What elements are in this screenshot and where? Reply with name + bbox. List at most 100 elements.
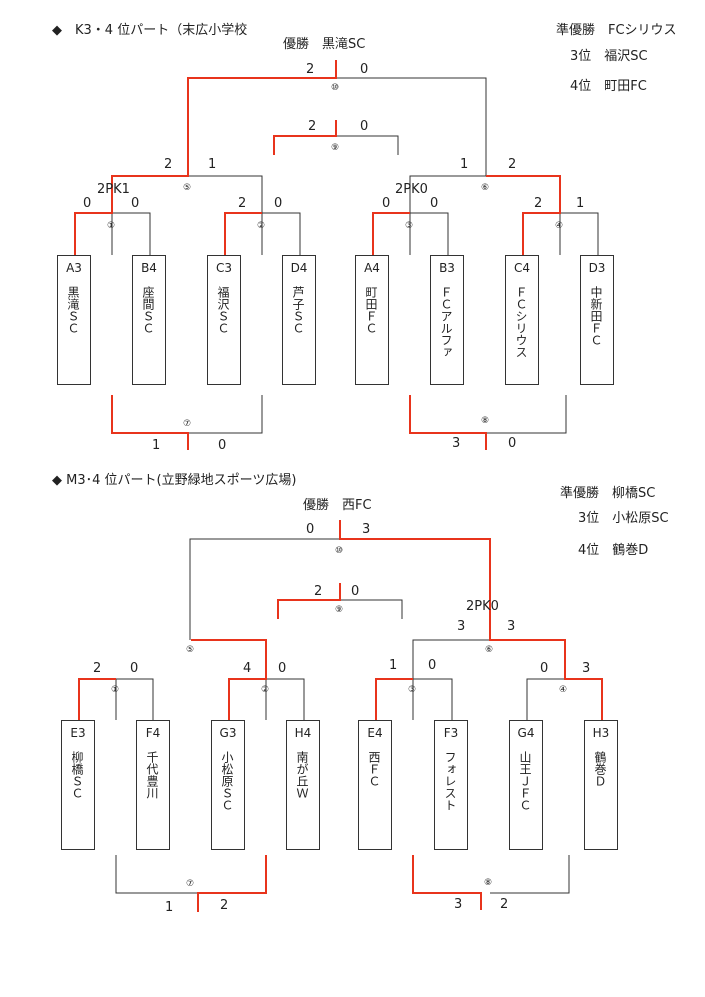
match-8-score-left: 3 (452, 436, 461, 451)
match-9-score-right: 0 (360, 119, 369, 134)
section-2-title: ◆ M3･4 位パート(立野緑地スポーツ広場) (52, 473, 297, 488)
section-1-winner: 優勝 黒滝SC (283, 37, 366, 52)
match-8-score-right: 2 (500, 897, 509, 912)
match-4-label: ④ (559, 685, 568, 695)
section-1-runner-up: 準優勝 FCシリウス (556, 23, 677, 38)
team-code: F4 (145, 726, 161, 740)
match-4-score-left: 0 (540, 661, 549, 676)
match-9-label: ⑨ (335, 605, 344, 615)
match-3-score-right: 0 (430, 196, 439, 211)
match-7-label: ⑦ (186, 879, 195, 889)
match-3-label: ③ (405, 221, 414, 231)
team-code: F3 (443, 726, 459, 740)
team-name: 中新田ＦＣ (589, 286, 603, 346)
match-7-label: ⑦ (183, 419, 192, 429)
match-4-label: ④ (555, 221, 564, 231)
match-3-score-left: 1 (389, 658, 398, 673)
team-code: A3 (66, 261, 82, 275)
match-9-score-left: 2 (314, 584, 323, 599)
match-6-score-left: 3 (457, 619, 466, 634)
team-name: ＦＣシリウス (514, 286, 528, 358)
match-10-score-left: 0 (306, 522, 315, 537)
section-2-fourth: 4位 鶴巻D (578, 543, 649, 558)
team-box-h4: H4 南が丘Ｗ (286, 720, 320, 850)
section-1-third: 3位 福沢SC (570, 49, 648, 64)
match-3-score-left: 0 (382, 196, 391, 211)
match-3-pk: 2PK0 (395, 182, 428, 197)
section-2-runner-up: 準優勝 柳橋SC (560, 486, 656, 501)
match-10-score-right: 0 (360, 62, 369, 77)
match-10-score-right: 3 (362, 522, 371, 537)
match-2-label: ② (257, 221, 266, 231)
section-1-title: ◆ K3・4 位パート（末広小学校 (52, 23, 248, 38)
team-name: 山王ＪＦＣ (518, 751, 532, 811)
match-6-score-left: 1 (460, 157, 469, 172)
team-box-f4: F4 千代豊川 (136, 720, 170, 850)
match-2-score-left: 2 (238, 196, 247, 211)
match-1-label: ① (111, 685, 120, 695)
match-6-score-right: 3 (507, 619, 516, 634)
team-name: 柳橋ＳＣ (70, 751, 84, 799)
match-3-label: ③ (408, 685, 417, 695)
team-code: C4 (513, 261, 530, 275)
team-name: ＦＣアルファ (439, 286, 453, 358)
match-7-score-right: 2 (220, 898, 229, 913)
match-4-score-right: 1 (576, 196, 585, 211)
team-code: H4 (294, 726, 312, 740)
match-6-pk: 2PK0 (466, 599, 499, 614)
match-4-score-left: 2 (534, 196, 543, 211)
match-10-label: ⑩ (335, 546, 344, 556)
match-1-score-right: 0 (131, 196, 140, 211)
team-name: 小松原ＳＣ (220, 751, 234, 811)
match-7-score-left: 1 (165, 900, 174, 915)
team-code: B4 (141, 261, 157, 275)
match-5-label: ⑤ (183, 183, 192, 193)
match-2-label: ② (261, 685, 270, 695)
match-3-score-right: 0 (428, 658, 437, 673)
team-code: A4 (364, 261, 380, 275)
team-code: D4 (290, 261, 308, 275)
section-1-fourth: 4位 町田FC (570, 79, 647, 94)
team-code: H3 (592, 726, 610, 740)
match-1-score-right: 0 (130, 661, 139, 676)
team-box-b4: B4 座間ＳＣ (132, 255, 166, 385)
section-2-winner: 優勝 西FC (303, 498, 372, 513)
match-6-score-right: 2 (508, 157, 517, 172)
match-10-score-left: 2 (306, 62, 315, 77)
match-8-label: ⑧ (484, 878, 493, 888)
team-name: 千代豊川 (145, 751, 159, 799)
team-name: 西ＦＣ (367, 751, 381, 787)
match-1-label: ① (107, 221, 116, 231)
section-2-third: 3位 小松原SC (578, 511, 669, 526)
match-9-score-left: 2 (308, 119, 317, 134)
match-6-label: ⑥ (481, 183, 490, 193)
match-2-score-left: 4 (243, 661, 252, 676)
team-code: C3 (215, 261, 232, 275)
team-name: 座間ＳＣ (141, 286, 155, 334)
match-2-score-right: 0 (278, 661, 287, 676)
match-2-score-right: 0 (274, 196, 283, 211)
match-4-score-right: 3 (582, 661, 591, 676)
match-7-score-left: 1 (152, 438, 161, 453)
match-9-label: ⑨ (331, 143, 340, 153)
team-code: E4 (367, 726, 383, 740)
team-name: 鶴巻Ｄ (593, 751, 607, 787)
team-box-a3: A3 黒滝ＳＣ (57, 255, 91, 385)
team-name: 南が丘Ｗ (295, 751, 309, 799)
team-box-e4: E4 西ＦＣ (358, 720, 392, 850)
team-name: 黒滝ＳＣ (66, 286, 80, 334)
match-5-label: ⑤ (186, 645, 195, 655)
match-1-pk: 2PK1 (97, 182, 130, 197)
match-5-score-left: 2 (164, 157, 173, 172)
match-5-score-right: 1 (208, 157, 217, 172)
